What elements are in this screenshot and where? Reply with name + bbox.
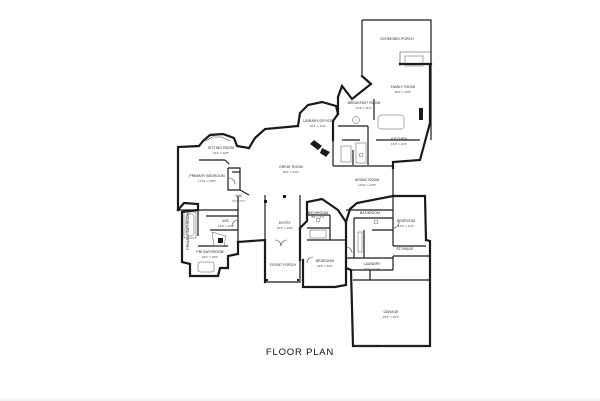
- room-dims: 14'9" x 11'0": [391, 142, 407, 146]
- room-dims: 16'0" x 10'0": [202, 255, 218, 259]
- room-label: LIBRARY/OFFICE: [303, 119, 333, 123]
- room-dims: 20'3" x 19'7": [383, 315, 399, 319]
- room-dims: 12'0" x 11'9": [218, 224, 234, 228]
- room-dims: 11'9" x 11'2": [356, 106, 372, 110]
- room-dims: 10'3" x 13'0": [277, 226, 293, 230]
- room-label: BREAKFAST ROOM: [348, 101, 381, 105]
- bottom-bar: [0, 399, 600, 401]
- room-labels: SCREENED PORCH FAMILY ROOM 20'0" x 15'6"…: [186, 37, 415, 319]
- room-dims: 13'4" x 10'0": [213, 151, 229, 155]
- room-label: BEDROOM: [316, 259, 334, 263]
- room-label: PRIMARY BATHROOM: [186, 212, 190, 249]
- room-dims: 22'0" x 21'0": [283, 170, 299, 174]
- room-label: BEDROOM: [397, 219, 415, 223]
- room-dims: 14'2" x 14'4": [398, 224, 414, 228]
- interior-walls: [178, 99, 430, 281]
- room-label: PRI BATHROOM: [196, 250, 223, 254]
- room-label: DINING ROOM: [355, 178, 380, 182]
- room-dims: 14'10" x 13'8": [358, 183, 376, 187]
- room-dims: 10'1" x 11'4": [364, 267, 380, 271]
- room-label: KITCHEN: [391, 137, 407, 141]
- room-label: FAMILY ROOM: [391, 85, 415, 89]
- fixtures: [183, 55, 424, 347]
- room-label: LAUNDRY: [364, 262, 381, 266]
- room-label: WIC: [236, 194, 243, 198]
- room-dims: 8'5" x 6'0": [311, 215, 324, 219]
- room-label: GREAT ROOM: [279, 165, 303, 169]
- room-label: SCREENED PORCH: [380, 37, 414, 41]
- plan-title: FLOOR PLAN: [265, 347, 335, 358]
- room-dims: 6'7" x 5'7": [232, 199, 245, 203]
- room-label: BATHROOM: [360, 211, 380, 215]
- room-label: SITTING ROOM: [208, 146, 234, 150]
- room-label: STORAGE: [396, 247, 414, 251]
- room-label: FRONT PORCH: [270, 263, 296, 267]
- room-dims: 10'1" x 11'6": [310, 124, 326, 128]
- room-label: WIC: [223, 219, 230, 223]
- room-dims: 12'8" x 11'0": [317, 264, 333, 268]
- room-label: PRIMARY BEDROOM: [189, 174, 224, 178]
- room-dims: 17'11" x 18'9": [198, 179, 216, 183]
- room-label: GARAGE: [383, 310, 399, 314]
- room-label: BATHROOM: [308, 211, 328, 215]
- exterior-walls: [176, 62, 433, 348]
- room-dims: 20'0" x 15'6": [395, 90, 411, 94]
- room-label: ENTRY: [279, 221, 292, 225]
